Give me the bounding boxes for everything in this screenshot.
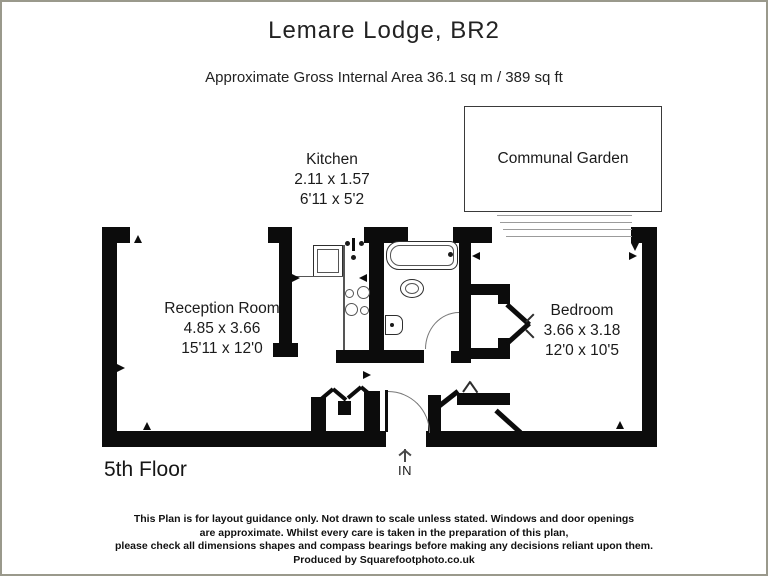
hob-burner xyxy=(360,306,369,315)
disclaimer-line: are approximate. Whilst every care is ta… xyxy=(199,526,569,539)
wall-marker xyxy=(472,252,480,260)
wall-segment xyxy=(102,227,117,447)
basin-tap-icon xyxy=(390,323,394,327)
kitchen-name: Kitchen xyxy=(306,151,358,168)
counter-edge xyxy=(295,276,343,277)
wall-segment xyxy=(336,350,424,363)
kitchen-label: Kitchen 2.11 x 1.57 6'11 x 5'2 xyxy=(270,150,394,210)
cupboard-wall xyxy=(364,391,380,431)
front-door-arc xyxy=(388,391,430,433)
closet-wall xyxy=(471,284,510,295)
wall-segment xyxy=(279,243,292,346)
window-lines xyxy=(503,229,632,230)
kitchen-imperial: 6'11 x 5'2 xyxy=(299,191,365,208)
reception-room-label: Reception Room 4.85 x 3.66 15'11 x 12'0 xyxy=(138,299,306,359)
window-lines xyxy=(500,222,632,223)
hob-burner xyxy=(345,289,354,298)
wall-marker xyxy=(616,421,624,429)
cupboard-wall xyxy=(457,393,510,405)
reception-name: Reception Room xyxy=(164,300,280,317)
wall-segment xyxy=(642,227,657,447)
window-lines xyxy=(497,215,632,216)
tap-icon xyxy=(352,238,355,251)
entrance-label: IN xyxy=(398,463,412,478)
front-door-leaf xyxy=(385,390,388,432)
entrance: IN xyxy=(386,448,424,478)
counter-edge xyxy=(343,245,345,350)
entrance-arrow-icon xyxy=(397,448,413,462)
closet-wall xyxy=(471,348,510,359)
cupboard-door-joint xyxy=(469,381,479,394)
bathroom-door-arc xyxy=(425,312,459,349)
washbasin xyxy=(385,315,403,335)
wall-segment xyxy=(451,351,471,363)
kitchen-metric: 2.11 x 1.57 xyxy=(294,171,370,188)
wall-segment xyxy=(102,431,386,447)
bedroom-name: Bedroom xyxy=(550,302,614,319)
wall-marker xyxy=(363,371,371,379)
wall-segment xyxy=(459,243,471,351)
wall-marker xyxy=(631,243,639,251)
bedroom-label: Bedroom 3.66 x 3.18 12'0 x 10'5 xyxy=(515,301,649,361)
toilet-inner xyxy=(405,283,419,294)
sink-basin xyxy=(317,249,339,273)
bedroom-imperial: 12'0 x 10'5 xyxy=(544,342,619,359)
communal-garden-label: Communal Garden xyxy=(497,150,629,167)
hob-burner xyxy=(345,303,358,316)
reception-imperial: 15'11 x 12'0 xyxy=(181,340,263,357)
disclaimer-line: Produced by Squarefootphoto.co.uk xyxy=(293,553,475,566)
wall-segment xyxy=(369,243,384,350)
wall-segment xyxy=(273,343,298,357)
wall-segment xyxy=(453,227,492,243)
disclaimer-line: please check all dimensions shapes and c… xyxy=(114,540,653,552)
tap-icon xyxy=(359,241,364,246)
wall-marker xyxy=(117,364,125,372)
bifold-door xyxy=(331,387,348,402)
bathtub-inner xyxy=(390,245,454,266)
wall-segment xyxy=(364,227,408,243)
wall-segment xyxy=(631,227,657,243)
cupboard-wall xyxy=(338,401,351,415)
tap-icon xyxy=(345,241,350,246)
wall-segment xyxy=(426,431,657,447)
floor-label: 5th Floor xyxy=(104,458,187,481)
bath-tap-icon xyxy=(448,252,453,257)
wall-marker xyxy=(292,274,300,282)
wall-segment xyxy=(268,227,292,243)
wall-marker xyxy=(359,274,367,282)
wall-marker xyxy=(629,252,637,260)
wall-marker xyxy=(143,422,151,430)
wall-marker xyxy=(134,235,142,243)
hob-burner xyxy=(357,286,370,299)
bedroom-metric: 3.66 x 3.18 xyxy=(543,322,621,339)
page-title: Lemare Lodge, BR2 xyxy=(268,17,500,44)
gross-internal-area: Approximate Gross Internal Area 36.1 sq … xyxy=(205,69,563,86)
disclaimer-line: This Plan is for layout guidance only. N… xyxy=(133,513,635,525)
cupboard-wall xyxy=(428,395,441,431)
window-lines xyxy=(506,236,632,237)
disclaimer: This Plan is for layout guidance only. N… xyxy=(2,513,766,567)
communal-garden-box: Communal Garden xyxy=(464,106,662,212)
closet-wall xyxy=(498,338,510,348)
reception-metric: 4.85 x 3.66 xyxy=(183,320,261,337)
tap-icon xyxy=(351,255,356,260)
cupboard-wall xyxy=(311,397,326,431)
closet-wall xyxy=(498,295,510,304)
